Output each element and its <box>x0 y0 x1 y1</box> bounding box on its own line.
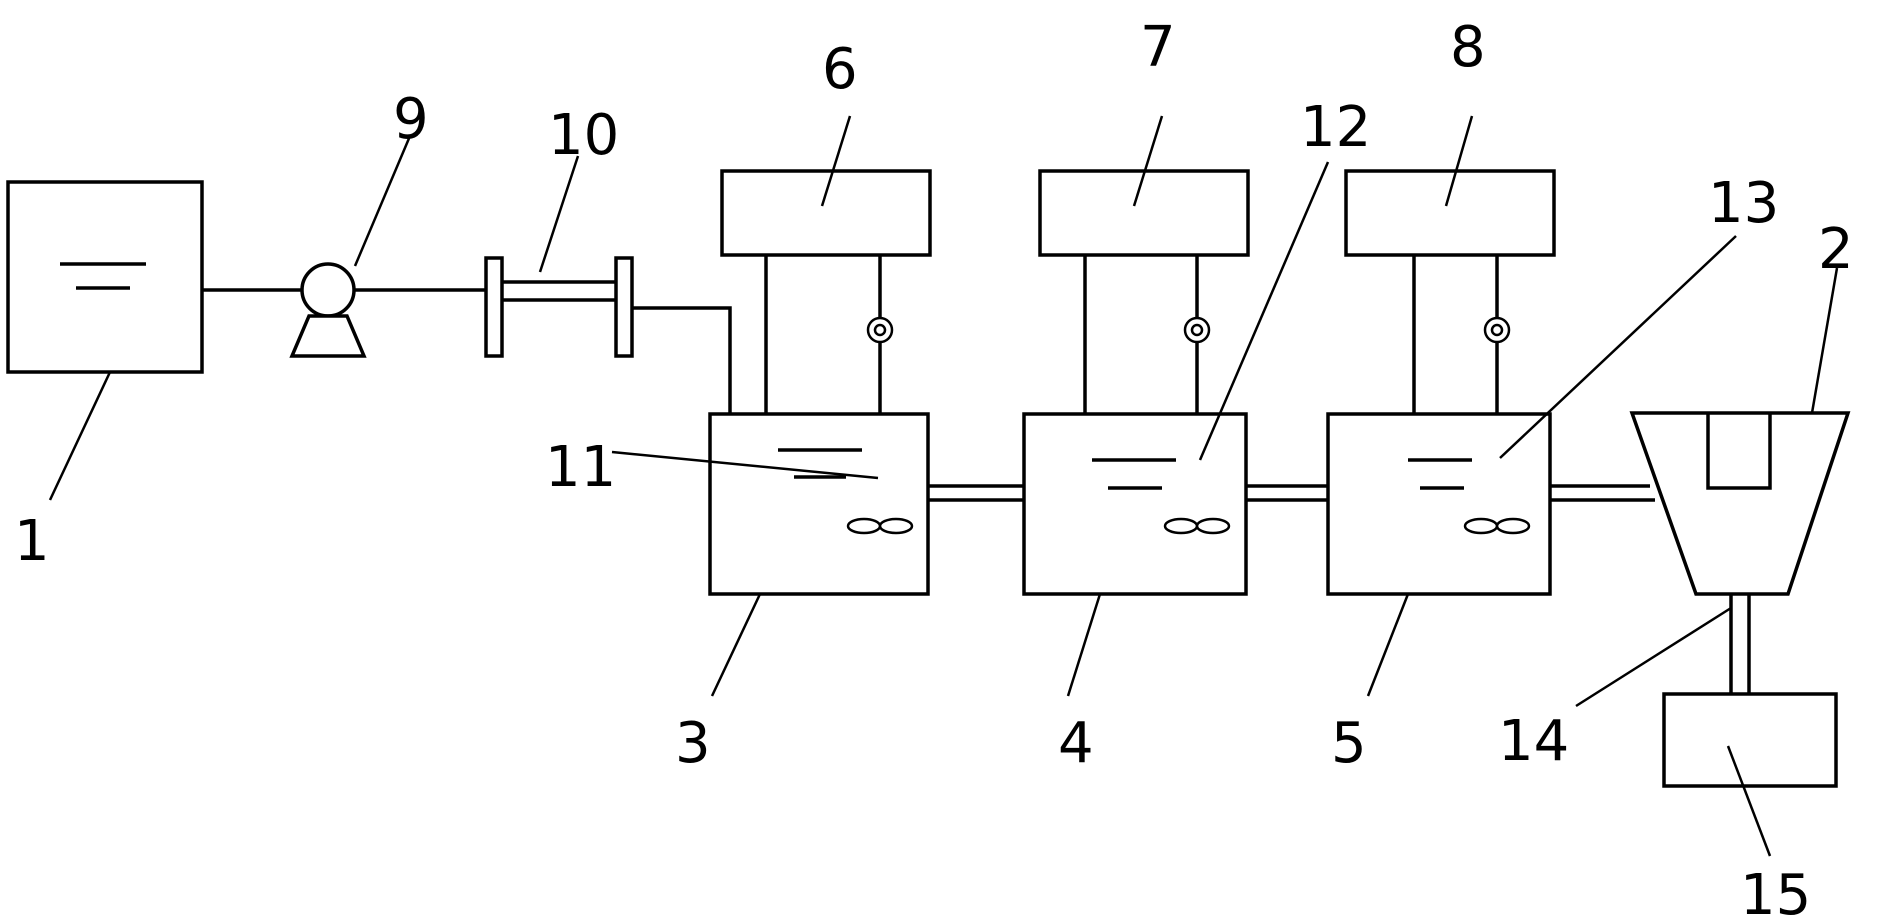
label-14: 14 <box>1498 709 1569 774</box>
label-5: 5 <box>1331 711 1367 776</box>
label-4: 4 <box>1058 711 1094 776</box>
flow-device-10 <box>484 256 634 358</box>
reaction-tank-5 <box>1326 255 1552 596</box>
leader-lines <box>48 115 1839 857</box>
drive-unit-8 <box>1344 169 1556 257</box>
pipe-meter-to-tank3 <box>632 306 732 414</box>
label-1: 1 <box>14 509 50 574</box>
label-10: 10 <box>548 103 619 168</box>
labels: 1 2 3 4 5 6 7 8 9 10 11 12 13 14 15 <box>14 15 1854 920</box>
reaction-tank-3 <box>708 255 930 596</box>
reaction-tank-4 <box>1022 255 1248 596</box>
label-13: 13 <box>1708 171 1779 236</box>
feed-tank-1 <box>6 180 204 374</box>
label-9: 9 <box>393 87 429 152</box>
label-11: 11 <box>545 435 616 500</box>
label-15: 15 <box>1740 863 1811 920</box>
drive-unit-7 <box>1038 169 1250 257</box>
pump-9 <box>289 262 367 358</box>
label-6: 6 <box>822 37 858 102</box>
label-12: 12 <box>1300 95 1371 160</box>
collection-box-15 <box>1662 692 1838 788</box>
label-3: 3 <box>675 711 711 776</box>
settler-2 <box>1629 411 1851 596</box>
label-8: 8 <box>1450 15 1486 80</box>
label-2: 2 <box>1818 217 1854 282</box>
label-7: 7 <box>1140 15 1176 80</box>
drive-unit-6 <box>720 169 932 257</box>
